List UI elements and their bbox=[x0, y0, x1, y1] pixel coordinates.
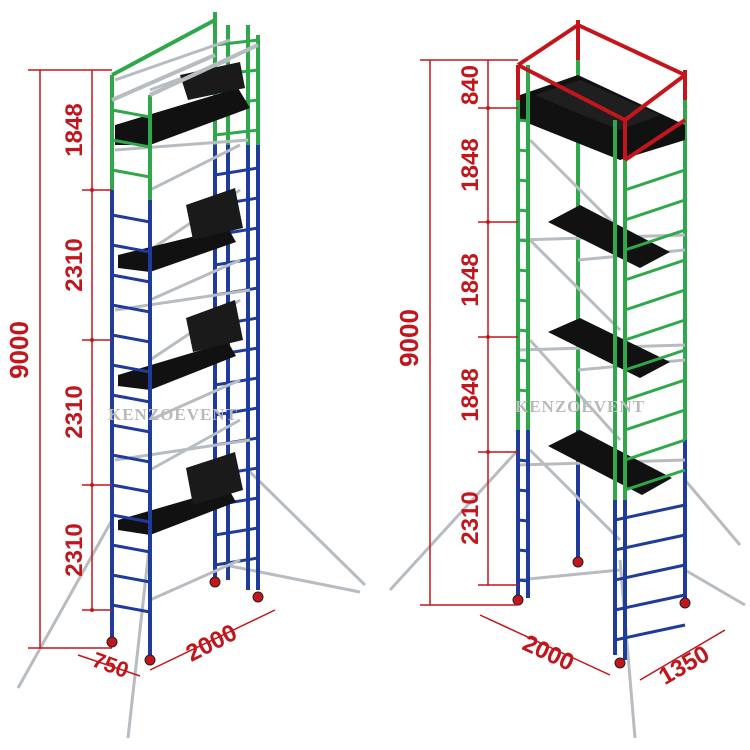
right-segment-1-label: 840 bbox=[457, 65, 484, 105]
left-tower bbox=[16, 12, 367, 739]
right-segment-3-label: 1848 bbox=[457, 253, 484, 306]
right-platform-3 bbox=[548, 318, 670, 378]
right-platform-4 bbox=[548, 430, 672, 495]
left-segment-3-label: 2310 bbox=[61, 385, 88, 438]
watermark-right: KENZOEVENT bbox=[515, 397, 645, 416]
left-width-label: 750 bbox=[89, 647, 132, 683]
left-front-frame bbox=[110, 18, 259, 655]
right-front-rungs-blue bbox=[517, 458, 686, 642]
left-total-height-label: 9000 bbox=[4, 321, 34, 379]
left-front-rungs bbox=[111, 213, 151, 614]
right-length-label: 2000 bbox=[518, 630, 578, 677]
left-dimension-labels: 9000 1848 2310 2310 2310 750 2000 bbox=[4, 103, 242, 683]
watermark-left: KENZOEVENT bbox=[108, 405, 238, 424]
right-tower bbox=[388, 20, 746, 739]
right-platform-2 bbox=[548, 205, 670, 268]
right-segment-4-label: 1848 bbox=[457, 368, 484, 421]
right-front-frame bbox=[516, 65, 627, 660]
right-front-rungs-left bbox=[517, 118, 529, 393]
right-segment-2-label: 1848 bbox=[457, 138, 484, 191]
left-wheels bbox=[106, 576, 264, 666]
right-side-rungs bbox=[624, 168, 686, 492]
left-front-rungs-top bbox=[111, 108, 151, 179]
left-platform-2 bbox=[118, 228, 236, 272]
left-segment-4-label: 2310 bbox=[61, 523, 88, 576]
left-length-label: 2000 bbox=[182, 619, 242, 667]
left-platforms bbox=[115, 62, 250, 535]
right-dimension-labels: 9000 840 1848 1848 1848 2310 2000 1350 bbox=[394, 65, 714, 691]
right-segment-5-label: 2310 bbox=[457, 491, 484, 544]
right-width-label: 1350 bbox=[654, 640, 714, 690]
left-segment-2-label: 2310 bbox=[61, 238, 88, 291]
left-platform-3 bbox=[118, 342, 236, 390]
right-outriggers bbox=[388, 448, 746, 739]
dimension-ticks bbox=[90, 106, 490, 612]
right-total-height-label: 9000 bbox=[394, 309, 424, 367]
right-guardrail bbox=[516, 23, 687, 162]
right-wheels bbox=[512, 556, 691, 669]
left-segment-1-label: 1848 bbox=[61, 103, 88, 156]
